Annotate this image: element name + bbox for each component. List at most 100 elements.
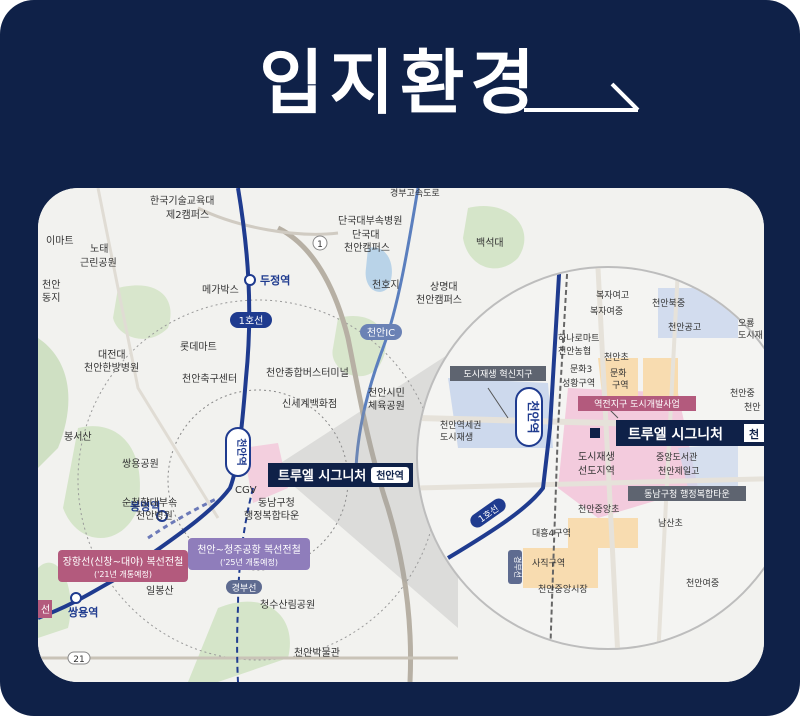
place-label: 이마트 (46, 235, 74, 247)
zoom-label: 천안북중 (652, 298, 685, 309)
station-marker (244, 274, 256, 286)
zoom-view (418, 268, 764, 648)
place-label: 순천향대부속 (122, 497, 177, 509)
station-dujeong: 두정역 (260, 273, 290, 287)
rail-note-cheongju-sub: ('25년 개통예정) (220, 557, 278, 567)
place-label: 쌍용공원 (122, 458, 159, 470)
place-label: 천안 (42, 279, 60, 291)
place-label: 천호지 (372, 279, 400, 291)
place-label: 신세계백화점 (282, 398, 337, 410)
place-label: 체육공원 (368, 400, 405, 412)
zoom-note-station-dev: 역전지구 도시개발사업 (594, 399, 680, 410)
station-marker (156, 510, 168, 522)
page-title: 입지환경 (259, 42, 541, 124)
zoom-site-name: 트루엘 시그니처 (628, 427, 723, 443)
zoom-label: 복자여고 (596, 289, 629, 301)
rail-note-janghang (58, 550, 188, 582)
place-label: 천안종합버스터미널 (266, 367, 349, 379)
rail-note-cheongju (188, 538, 310, 570)
place-label: 메가박스 (202, 284, 239, 296)
zoom-label: 복자여중 (590, 305, 623, 317)
site-badge: 천안역 (376, 469, 404, 482)
ic-label: 천안IC (367, 327, 395, 339)
rail-note-janghang-text: 장항선(신창~대야) 복선전철 (63, 556, 184, 568)
zoom-label: 천안여중 (686, 577, 719, 589)
rail-note-janghang-sub: ('21년 개통예정) (94, 569, 152, 579)
zoom-station-cheonan: 천안역 (526, 400, 541, 433)
place-label: 천안캠퍼스 (344, 242, 390, 254)
zoom-note-dongnam: 동남구청 행정복합타운 (644, 488, 730, 500)
zoom-label: 도시재생 (578, 451, 615, 463)
zoom-label: 남산초 (658, 518, 683, 529)
gyeongbu-label: 경부선 (232, 582, 257, 594)
rail-note-seon: 선 (41, 604, 50, 616)
place-label: 청수산림공원 (260, 599, 315, 611)
place-label: 행정복합타운 (244, 510, 299, 522)
zoom-label: 천안중 (730, 388, 755, 399)
zoom-label: 도시재 (738, 330, 763, 341)
zoom-label: 하나로마트 (558, 333, 599, 344)
zoom-label: 성황구역 (562, 378, 595, 389)
zoom-label: 천안중앙시장 (538, 583, 588, 595)
zoom-label: 문화 (610, 368, 627, 379)
line1-route (38, 188, 252, 620)
zoom-label: 천안공고 (668, 322, 701, 333)
place-label: 천안캠퍼스 (416, 294, 462, 306)
lake (365, 247, 392, 292)
place-label: 천안병원 (136, 510, 173, 522)
arrow-right-icon (524, 82, 640, 112)
map-svg: 1호선 경부선 천안IC 두정역 봉명역 쌍용역 천안역 트루엘 시그니처 천안… (38, 188, 764, 682)
zoom-site-callout (616, 420, 764, 446)
zoom-label: 천안역세권 (440, 419, 481, 431)
zoom-label: 중앙도서관 (656, 451, 697, 463)
station-marker (70, 592, 82, 604)
place-label: 경부고속도로 (390, 188, 440, 199)
place-label: 단국대부속병원 (338, 215, 402, 227)
place-label: 천안박물관 (294, 647, 340, 659)
place-label: 천안축구센터 (182, 373, 237, 385)
site-area (243, 443, 288, 503)
zoom-note-regen: 도시재생 혁신지구 (463, 369, 532, 380)
zoom-label: 문화3 (570, 364, 592, 375)
rail-note-cheongju-text: 천안~청주공항 복선전철 (197, 544, 301, 556)
place-label: 일봉산 (146, 585, 174, 597)
zoom-label: 천안중앙초 (578, 503, 619, 515)
green-area (188, 601, 290, 682)
station-cheonan: 천안역 (235, 438, 248, 466)
zoom-label: 선도지역 (578, 465, 615, 477)
place-label: 천안한방병원 (84, 362, 139, 374)
green-area (463, 206, 525, 269)
place-label: 노태 (90, 243, 108, 255)
place-label: 백석대 (476, 237, 504, 249)
place-label: 대전대 (98, 349, 126, 361)
zoom-label: 도시재생 (440, 432, 473, 443)
green-area (63, 426, 140, 538)
place-label: 롯데마트 (180, 341, 217, 353)
zoom-gyeongbu-label: 경부선 (513, 556, 523, 578)
zoom-site-badge: 천 (749, 427, 759, 441)
place-label: 제2캠퍼스 (166, 209, 209, 221)
place-label: 단국대 (352, 229, 380, 241)
zoom-label: 천안 (744, 402, 761, 413)
place-label: 근린공원 (80, 257, 117, 269)
line1-label: 1호선 (239, 315, 264, 327)
zoom-label: 오룡 (738, 318, 755, 329)
place-label: 상명대 (430, 281, 458, 293)
green-area (113, 285, 171, 339)
place-label: 한국기술교육대 (150, 195, 214, 207)
zoom-label: 대흥4구역 (532, 527, 571, 539)
place-label: 봉서산 (64, 431, 92, 443)
zoom-label: 사직구역 (532, 558, 565, 569)
road-number: 21 (73, 655, 84, 665)
site-name: 트루엘 시그니처 (278, 468, 366, 484)
place-label: 천안시민 (368, 387, 405, 399)
location-map: 1호선 경부선 천안IC 두정역 봉명역 쌍용역 천안역 트루엘 시그니처 천안… (38, 188, 764, 682)
zoom-label: 구역 (612, 380, 629, 391)
place-label: 동지 (42, 292, 60, 304)
place-label: CGV (235, 485, 257, 496)
zoom-label: 천안제일고 (658, 466, 699, 477)
station-ssangyong: 쌍용역 (68, 605, 98, 619)
station-bongmyeong: 봉명역 (130, 499, 160, 513)
zoom-label: 천안농협 (558, 345, 591, 357)
